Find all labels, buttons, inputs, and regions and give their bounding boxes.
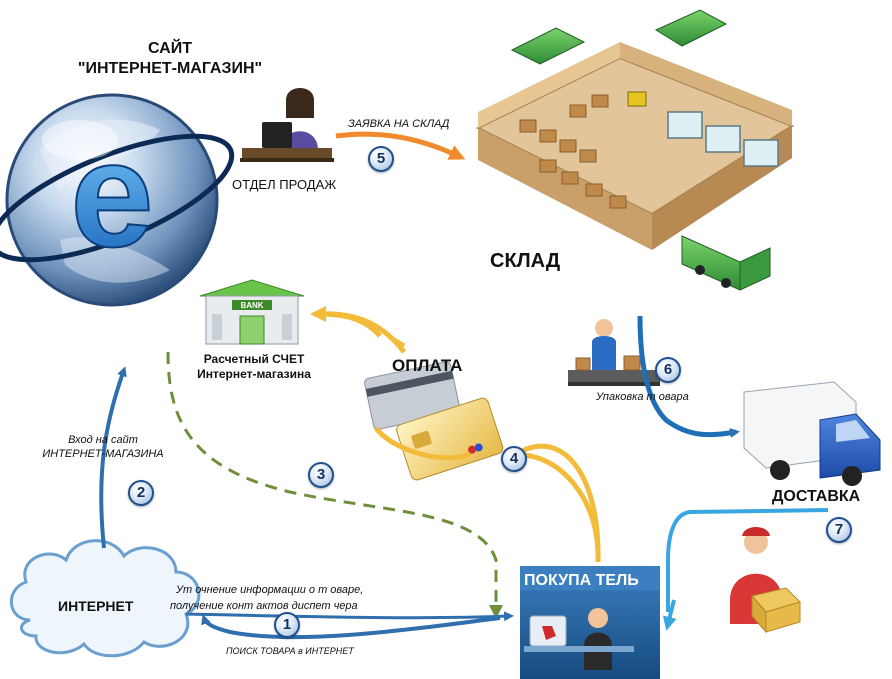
credit-cards-icon	[364, 361, 504, 481]
warehouse-label: СКЛАД	[490, 250, 561, 272]
internet-cloud-icon	[9, 539, 201, 658]
arrow-dashed-order	[166, 351, 503, 619]
sales-label: ОТДЕЛ ПРОДАЖ	[232, 177, 337, 192]
bank-sign: BANK	[240, 301, 263, 310]
svg-text:e: e	[70, 110, 153, 278]
site-title-line2: "ИНТЕРНЕТ-МАГАЗИН"	[77, 60, 263, 77]
warehouse-illustration	[475, 42, 795, 250]
delivery-label: ДОСТАВКА	[772, 488, 861, 505]
sales-operator-icon	[240, 88, 334, 162]
step-7-badge: 7	[826, 517, 852, 543]
arrow-payment-upper	[392, 337, 406, 349]
step-1-badge: 1	[274, 612, 300, 638]
step-6-badge: 6	[655, 357, 681, 383]
arrow-delivery-tip	[662, 599, 677, 631]
courier-icon	[730, 527, 801, 634]
clarify-label-line2: получение конт актов диспет чера	[170, 600, 358, 612]
bank-label-line2: Интернет-магазина	[197, 367, 311, 381]
buyer-panel	[520, 566, 660, 679]
packing-label: Упаковка т овара	[596, 391, 689, 403]
internet-explorer-globe-icon: e	[0, 93, 235, 307]
site-title-line1: САЙТ	[148, 40, 192, 57]
arrow-clarify	[185, 611, 514, 622]
arrow-packing	[637, 315, 740, 438]
step-2-badge: 2	[128, 480, 154, 506]
warehouse-request-label: ЗАЯВКА НА СКЛАД	[348, 118, 450, 130]
internet-label: ИНТЕРНЕТ	[58, 598, 134, 614]
arrow-delivery	[666, 508, 829, 612]
arrow-site-entry	[99, 366, 127, 549]
delivery-van-icon	[743, 381, 881, 486]
step-5-badge: 5	[368, 146, 394, 172]
step-4-badge: 4	[501, 446, 527, 472]
bank-label-line1: Расчетный СЧЕТ	[203, 352, 305, 366]
arrow-payment-main	[519, 452, 601, 561]
buyer-label: ПОКУПА ТЕЛЬ	[524, 572, 639, 589]
arrow-payment-head	[310, 306, 382, 338]
payment-label: ОПЛАТА	[392, 356, 463, 375]
arrow-search	[201, 614, 501, 640]
step-3-badge: 3	[308, 462, 334, 488]
clarify-label-line1: Ут очнение информации о т оваре,	[176, 584, 364, 596]
site-entry-label-line2: ИНТЕРНЕТ-МАГАЗИНА	[42, 448, 164, 460]
truck-icon	[510, 9, 771, 291]
site-entry-label-line1: Вход на сайт	[68, 434, 138, 446]
bank-building-icon: BANK	[199, 279, 305, 345]
arrow-warehouse-request	[335, 131, 466, 160]
packing-worker-icon	[568, 319, 660, 386]
arrow-delivery-head	[675, 512, 690, 610]
search-label: ПОИСК ТОВАРА в ИНТЕРНЕТ	[226, 646, 354, 656]
